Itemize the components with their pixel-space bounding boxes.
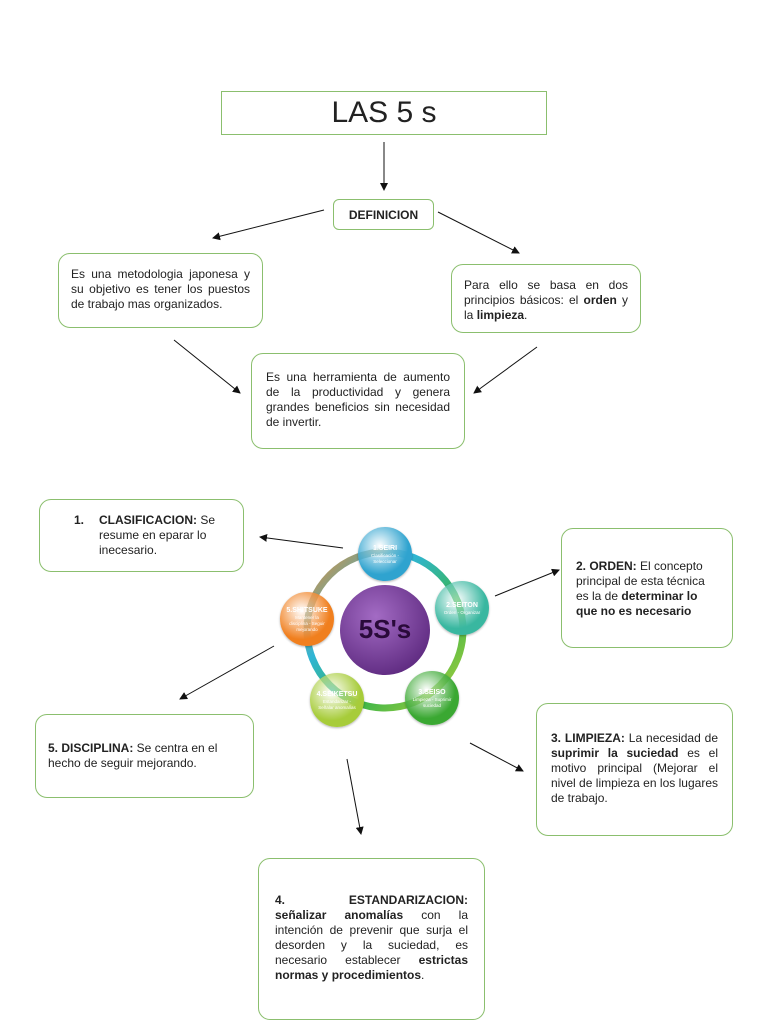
arrow-wheel-to-estandarizacion	[346, 758, 364, 835]
wheel-node-title: 2.SEITON	[446, 601, 478, 609]
arrow-definicion-to-right	[437, 211, 520, 254]
wheel-node-subtitle: Estandarizar - Señalar anomalías	[318, 698, 356, 710]
estandarizacion-box: 4.ESTANDARIZACION: señalizar anomalías c…	[258, 858, 485, 1020]
arrow-wheel-to-disciplina	[179, 645, 275, 700]
arrow-wheel-to-clasificacion	[259, 533, 344, 549]
wheel-node-subtitle: Orden - Organizar	[443, 609, 481, 615]
definition-center-box: Es una herramienta de aumento de la prod…	[251, 353, 465, 449]
arrow-wheel-to-limpieza	[469, 742, 524, 772]
wheel-center-circle	[340, 585, 430, 675]
arrow-wheel-to-orden	[494, 568, 560, 597]
arrow-right-to-center	[473, 346, 538, 394]
definition-center-text: Es una herramienta de aumento de la prod…	[266, 370, 450, 429]
wheel-node-title: 5.SHITSUKE	[286, 606, 328, 614]
limpieza-box: 3. LIMPIEZA: La necesidad de suprimir la…	[536, 703, 733, 836]
definition-left-text: Es una metodologia japonesa y su objetiv…	[71, 267, 250, 311]
wheel-node-title: 4.SEIKETSU	[316, 690, 358, 698]
wheel-center-label: 5S's	[358, 614, 412, 644]
clasificacion-box: 1. CLASIFICACION: Se resume en eparar lo…	[39, 499, 244, 572]
definicion-label: DEFINICION	[333, 199, 434, 230]
wheel-node-subtitle: Limpieza - Suprimir suciedad	[412, 696, 452, 708]
disciplina-box: 5. DISCIPLINA: Se centra en el hecho de …	[35, 714, 254, 798]
page-title: LAS 5 s	[221, 91, 547, 135]
orden-box: 2. ORDEN: El concepto principal de esta …	[561, 528, 733, 648]
wheel-node-subtitle: Mantener la disciplina - Seguir mejorand…	[289, 614, 325, 632]
definition-left-box: Es una metodologia japonesa y su objetiv…	[58, 253, 263, 328]
arrow-definicion-to-left	[212, 209, 325, 241]
definition-right-box: Para ello se basa en dos principios bási…	[451, 264, 641, 333]
wheel-node-title: 1.SEIRI	[372, 544, 398, 552]
arrow-left-to-center	[173, 339, 241, 394]
wheel-node-subtitle: Clasificación - Seleccionar	[370, 552, 399, 564]
wheel-node-title: 3.SEISO	[418, 688, 446, 696]
